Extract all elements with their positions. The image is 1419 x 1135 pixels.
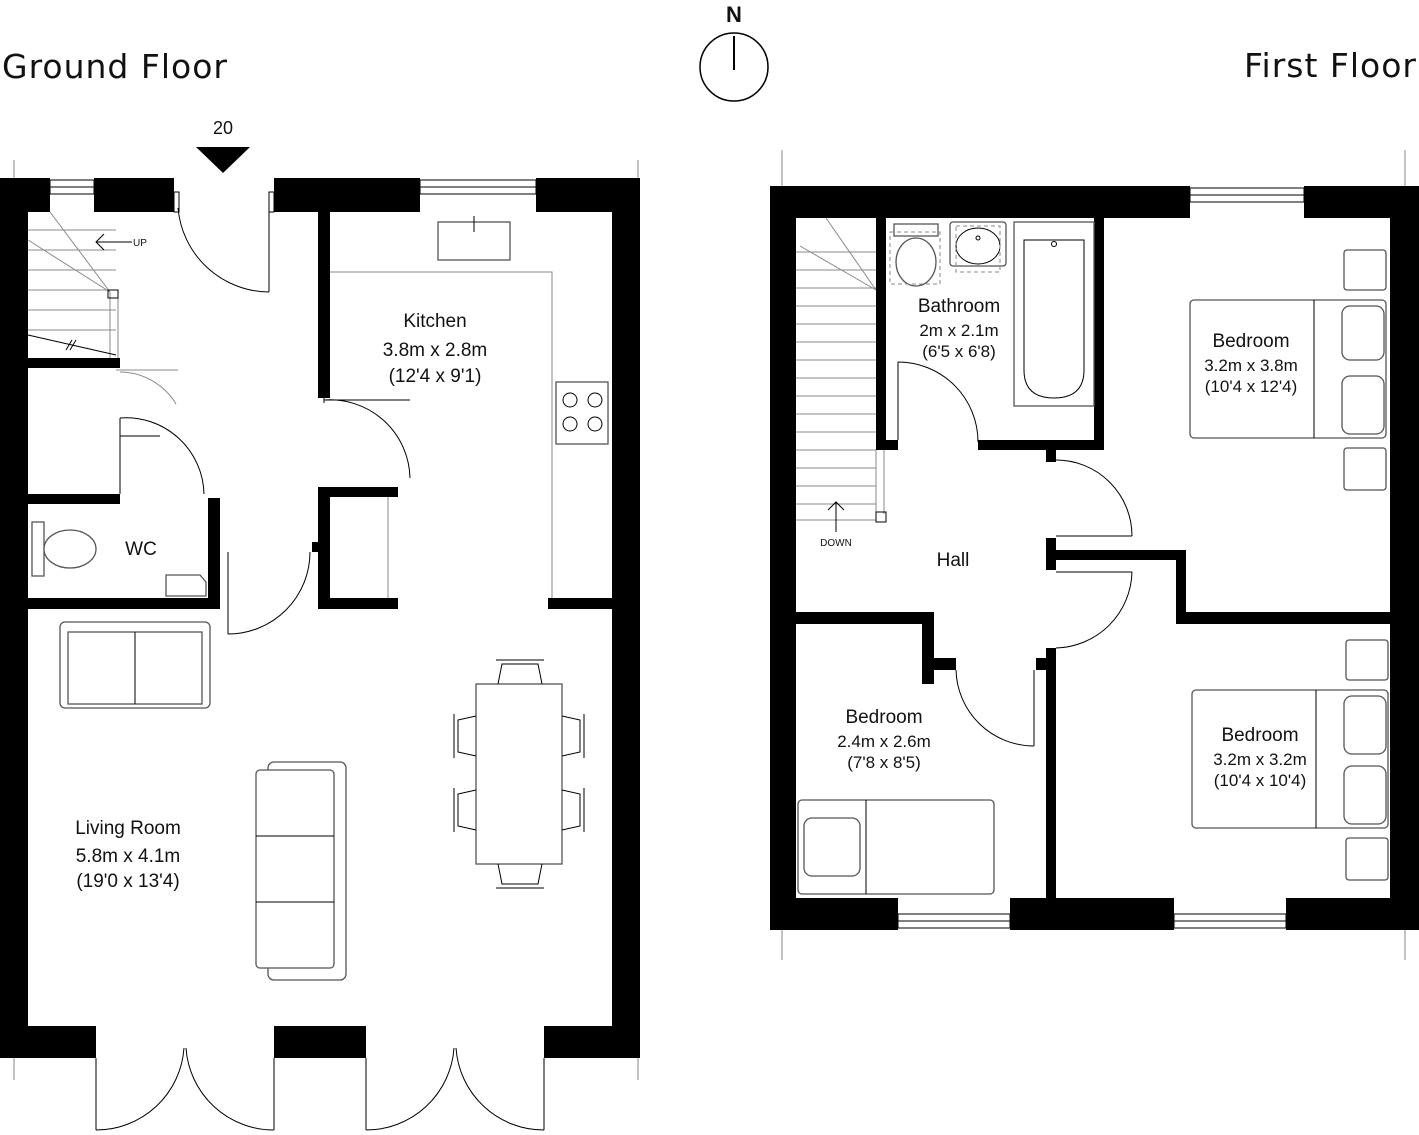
toilet-icon [31,521,97,577]
double-bed [1191,689,1389,829]
first-floor-title: First Floor [1244,46,1417,85]
single-bed [797,799,995,895]
bathroom-door [897,361,979,443]
window [1173,913,1287,929]
house-number: 20 [213,118,233,138]
first-floor: DOWN [770,150,1419,960]
staircase [796,217,887,523]
kitchen-imperial: (12'4 x 9'1) [389,366,482,387]
bathroom-name: Bathroom [918,296,1000,317]
wc-door [116,369,205,495]
stairs-down-arrow-icon [827,501,845,532]
bathroom-imperial: (6'5 x 6'8) [922,342,996,361]
basin-icon [949,221,1007,273]
bedside-table [1343,249,1387,491]
kitchen-sink [437,216,511,261]
stairs-down-label: DOWN [820,538,852,549]
kitchen-name: Kitchen [403,311,466,332]
ground-floor: UP [0,160,640,1131]
armchair-sofa [59,621,211,709]
living-door [227,551,311,635]
bedroom-door [1055,459,1133,537]
double-bed [1189,299,1387,439]
north-compass-icon [699,32,769,102]
front-door [173,191,275,293]
bedroom1-imperial: (10'4 x 12'4) [1205,377,1298,396]
dining-table [475,683,563,865]
kitchen-door [323,398,411,479]
window [1189,187,1305,203]
wc-name: WC [125,539,157,560]
staircase [27,211,119,358]
basin-icon [165,574,207,597]
bedroom-door [955,669,1035,747]
living-room-imperial: (19'0 x 13'4) [76,871,179,892]
bedroom-door [1055,571,1133,649]
bedroom2-name: Bedroom [845,707,922,728]
hob-icon [555,381,609,445]
dining-chair [453,659,585,889]
window [419,179,537,195]
bath-icon [1013,221,1095,407]
hall-name: Hall [937,550,970,571]
window [897,913,1011,929]
sofa [255,761,347,981]
bedroom3-imperial: (10'4 x 10'4) [1214,771,1307,790]
living-room-metric: 5.8m x 4.1m [76,846,181,867]
ground-floor-title: Ground Floor [2,47,228,86]
kitchen-worktop [330,271,553,598]
bedroom1-name: Bedroom [1212,331,1289,352]
living-room-name: Living Room [75,818,181,839]
bedroom3-name: Bedroom [1221,725,1298,746]
bedroom3-metric: 3.2m x 3.2m [1213,750,1307,769]
entrance-arrow-icon [196,147,250,173]
north-label: N [726,2,742,27]
bedroom2-imperial: (7'8 x 8'5) [847,753,921,772]
bathroom-metric: 2m x 2.1m [919,321,998,340]
stairs-up-label: UP [133,238,147,249]
bedroom1-metric: 3.2m x 3.8m [1204,356,1298,375]
bedside-table [1345,639,1389,881]
french-doors [95,1047,545,1131]
bedroom2-metric: 2.4m x 2.6m [837,732,931,751]
toilet-icon [889,223,941,287]
window [49,179,95,195]
kitchen-metric: 3.8m x 2.8m [383,340,488,361]
stairs-up-arrow-icon [95,233,132,251]
